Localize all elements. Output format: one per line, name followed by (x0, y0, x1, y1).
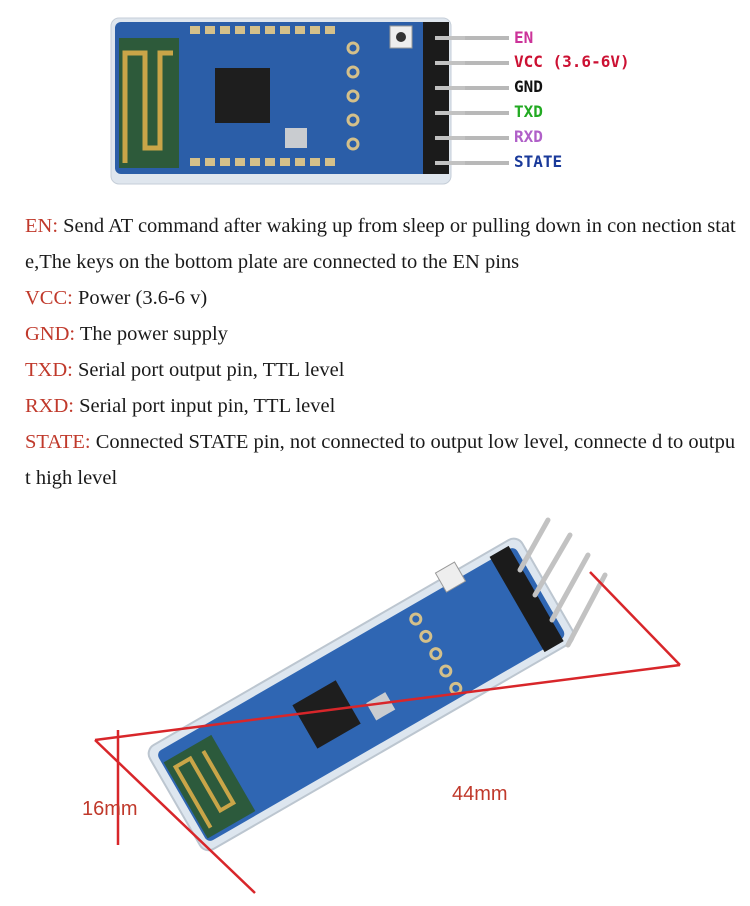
pin-label-gnd: GND (514, 77, 543, 96)
term-en: EN: (25, 215, 59, 237)
desc-state: STATE: Connected STATE pin, not connecte… (25, 424, 740, 496)
term-gnd: GND: (25, 323, 76, 345)
pin-label-state: STATE (514, 152, 563, 171)
text-en: Send AT command after waking up from sle… (25, 215, 736, 273)
pin-label-en: EN (514, 28, 534, 47)
desc-en: EN: Send AT command after waking up from… (25, 208, 740, 280)
desc-gnd: GND: The power supply (25, 316, 740, 352)
top-module-image (110, 17, 465, 185)
module-dimension-image (94, 517, 681, 894)
term-state: STATE: (25, 431, 91, 453)
pin-label-rxd: RXD (514, 127, 543, 146)
text-gnd: The power supply (75, 323, 228, 345)
desc-vcc: VCC: Power (3.6-6 v) (25, 280, 740, 316)
dimension-length-label: 44mm (452, 783, 508, 805)
term-vcc: VCC: (25, 287, 73, 309)
term-rxd: RXD: (25, 395, 74, 417)
pin-label-txd: TXD (514, 102, 543, 121)
pin-description-list: EN: Send AT command after waking up from… (25, 208, 740, 496)
text-state: Connected STATE pin, not connected to ou… (25, 431, 736, 489)
text-txd: Serial port output pin, TTL level (72, 359, 345, 381)
desc-rxd: RXD: Serial port input pin, TTL level (25, 388, 740, 424)
pin-label-vcc: VCC (3.6-6V) (514, 52, 630, 71)
text-rxd: Serial port input pin, TTL level (73, 395, 336, 417)
dimension-width-label: 16mm (82, 798, 138, 820)
desc-txd: TXD: Serial port output pin, TTL level (25, 352, 740, 388)
text-vcc: Power (3.6-6 v) (72, 287, 208, 309)
term-txd: TXD: (25, 359, 73, 381)
pin-lead-lines (465, 36, 509, 165)
